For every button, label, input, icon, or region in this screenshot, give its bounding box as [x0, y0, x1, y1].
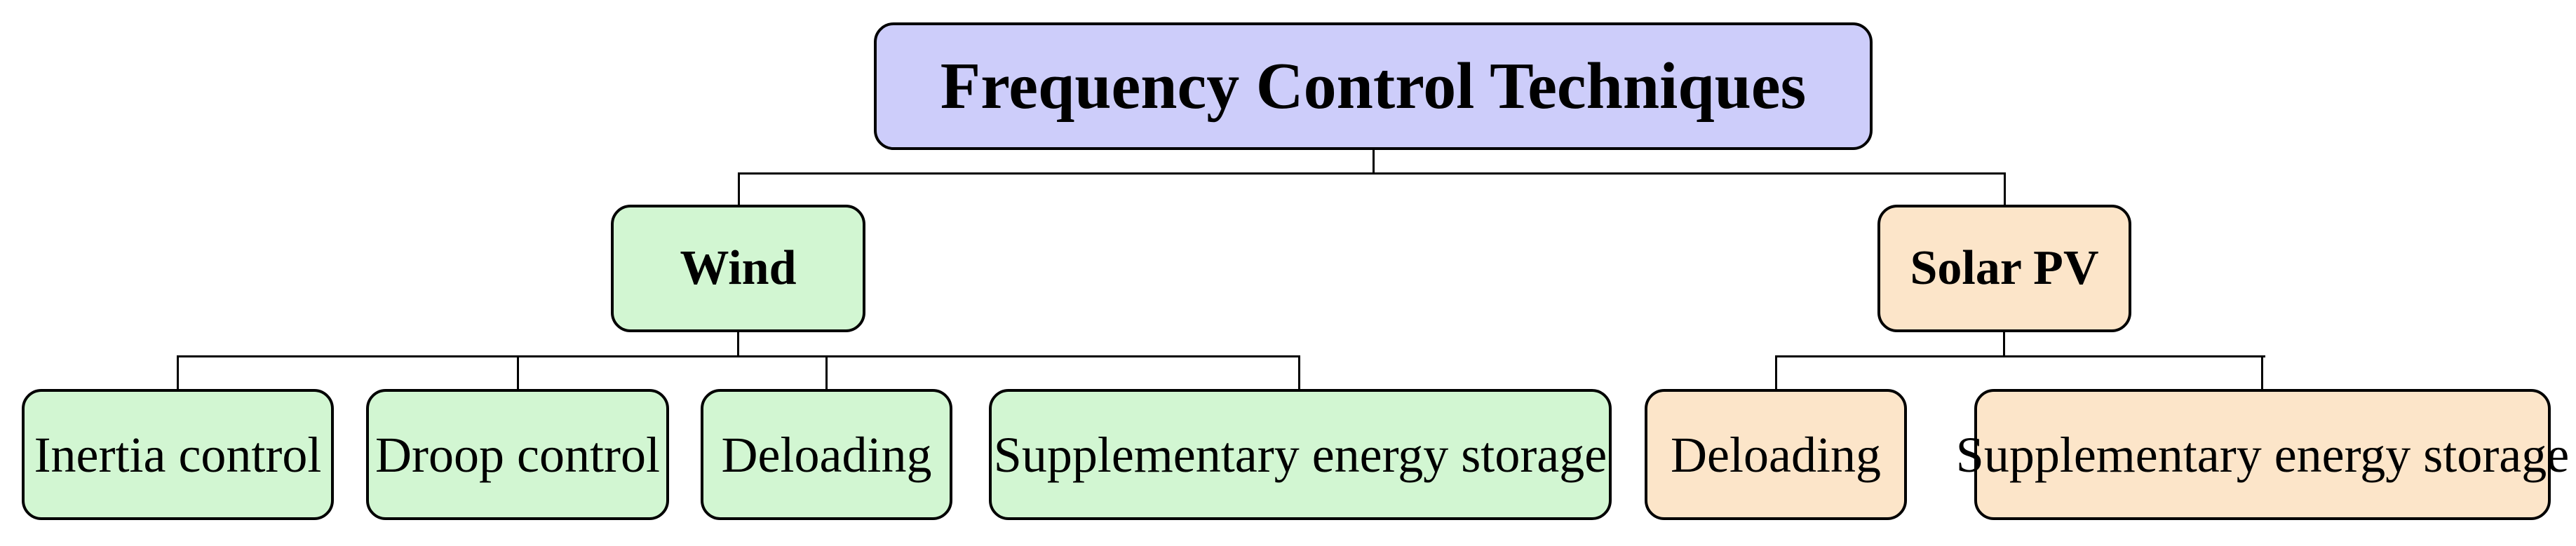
- connector-solar-storage-drop: [2261, 355, 2263, 390]
- connector-wind-drop: [738, 172, 740, 206]
- connector-wind-storage-drop: [1298, 355, 1300, 390]
- branch-node-solar-pv: Solar PV: [1877, 205, 2131, 332]
- connector-solar-children-horizontal: [1775, 355, 2265, 357]
- connector-inertia-control-drop: [177, 355, 179, 390]
- leaf-node-solar-supplementary-energy-storage: Supplementary energy storage: [1956, 389, 2569, 520]
- connector-solar-pv-drop: [2004, 172, 2006, 206]
- root-node-frequency-control-techniques: Frequency Control Techniques: [874, 22, 1873, 150]
- leaf-node-wind-supplementary-energy-storage: Supplementary energy storage: [989, 389, 1612, 520]
- connector-solar-deloading-drop: [1775, 355, 1777, 390]
- branch-node-wind: Wind: [611, 205, 865, 332]
- leaf-node-solar-deloading: Deloading: [1645, 389, 1907, 520]
- leaf-node-wind-deloading: Deloading: [701, 389, 952, 520]
- connector-wind-children-horizontal: [177, 355, 1300, 357]
- connector-root-stem: [1373, 149, 1375, 175]
- leaf-node-inertia-control: Inertia control: [22, 389, 334, 520]
- connector-solar-pv-stem: [2003, 331, 2005, 357]
- leaf-node-droop-control: Droop control: [366, 389, 669, 520]
- connector-level1-horizontal: [738, 172, 2006, 175]
- connector-wind-deloading-drop: [825, 355, 828, 390]
- connector-droop-control-drop: [517, 355, 519, 390]
- connector-wind-stem: [737, 331, 739, 357]
